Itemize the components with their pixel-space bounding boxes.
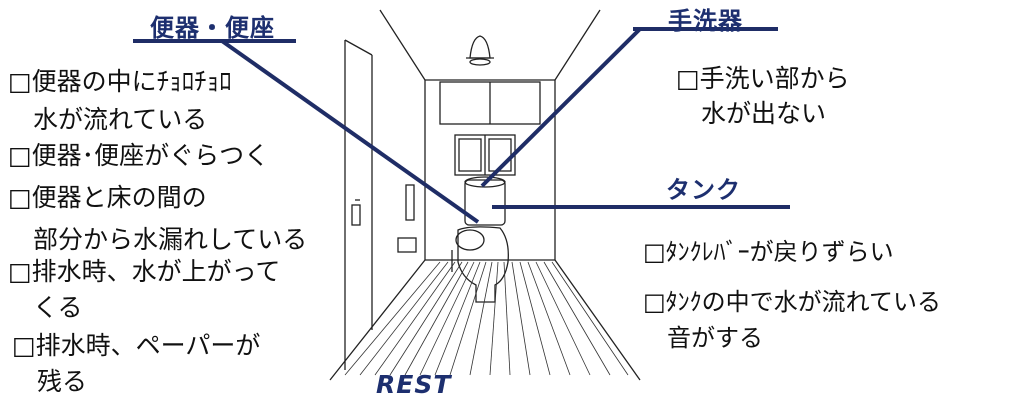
toilet-item-3-cont: 部分から水漏れしている (8, 225, 308, 254)
toilet-item-4-cont: くる (8, 293, 83, 322)
tank-item-1: □ﾀﾝｸﾚﾊﾞｰが戻りずらい (643, 238, 894, 266)
toilet-seat-heading: 便器・便座 (150, 14, 275, 42)
tank-item-2: □ﾀﾝｸの中で水が流れている (643, 288, 941, 316)
toilet-item-1-cont: 水が流れている (8, 105, 208, 134)
toilet-item-5: □排水時、ペーパーが (12, 331, 261, 360)
hand-washer-leader-line (480, 27, 642, 188)
tank-item-2-cont: 音がする (643, 324, 763, 352)
leader-lines (133, 27, 790, 224)
toilet-item-3: □便器と床の間の (8, 183, 207, 212)
toilet-item-1: □便器の中にﾁｮﾛﾁｮﾛ (8, 67, 232, 96)
toilet-item-4: □排水時、水が上がって (8, 257, 281, 286)
hand-washer-heading: 手洗器 (668, 7, 743, 35)
toilet-item-2: □便器･便座がぐらつく (8, 141, 270, 170)
rest-label: REST (376, 370, 452, 399)
hand-washer-item-1: □手洗い部から (676, 64, 850, 93)
toilet-item-5-cont: 残る (12, 367, 88, 396)
room-outline (329, 9, 641, 381)
hand-washer-item-1-cont: 水が出ない (676, 99, 827, 128)
floor-boards (344, 261, 629, 376)
toilet-leader-line (220, 39, 480, 224)
tank-heading: タンク (666, 176, 741, 204)
